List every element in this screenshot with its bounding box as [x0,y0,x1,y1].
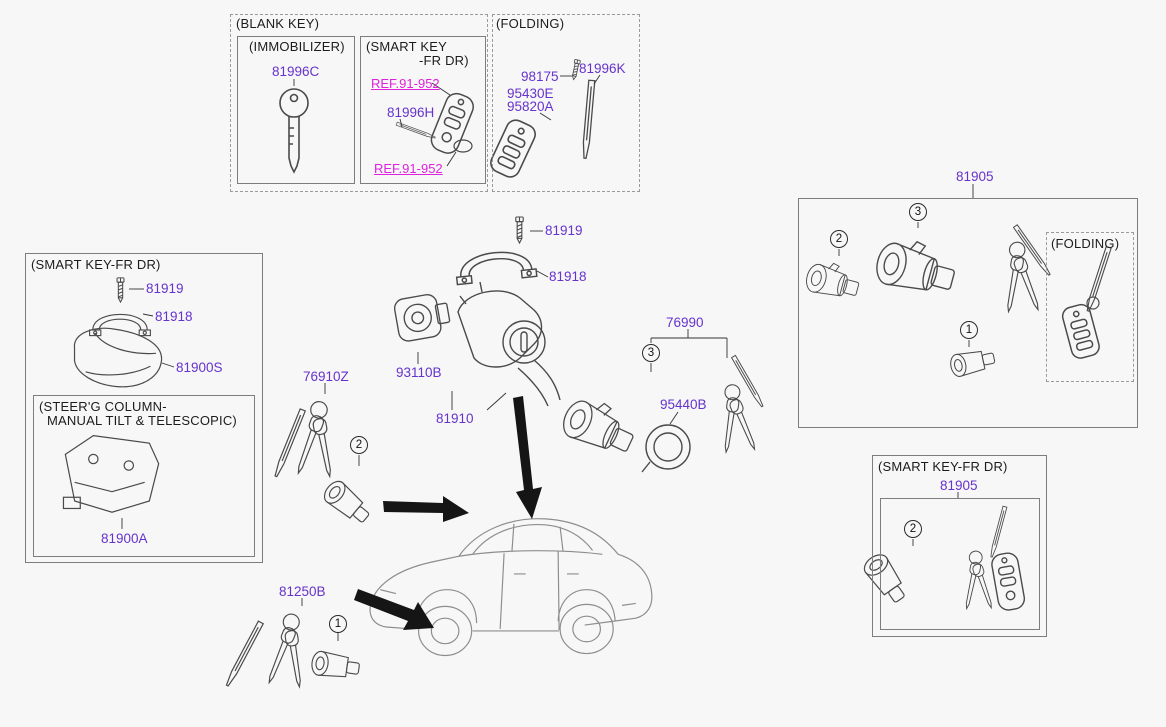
part-81905: 81905 [956,169,994,184]
part-95440B: 95440B [660,397,707,412]
key-ring-hole-illustration [453,139,473,153]
lockset-76990-illustration [557,390,642,462]
part-93110B: 93110B [396,365,442,380]
callout-2-key-set: 2 [830,230,848,248]
smart-key-fr-dr-inner-box-2 [880,498,1040,630]
smart-key-label-line1: (SMART KEY [366,39,447,54]
part-95820A: 95820A [507,99,554,114]
arrow-to-door [383,496,469,522]
part-81250B: 81250B [279,584,326,599]
smart-key-fr-dr-box [25,253,263,563]
part-76910Z: 76910Z [303,369,349,384]
leader-lines [121,74,974,641]
screw-81919-illustration [515,216,524,244]
callout-1-81250B: 1 [329,615,347,633]
blank-key-box [230,14,488,192]
callout-2-76910Z: 2 [350,436,368,454]
blank-key-label: (BLANK KEY) [236,16,320,31]
blade-76910Z-illustration [272,408,306,478]
ref-link-top: REF.91-952 [371,76,440,91]
folding-inner-label: (FOLDING) [1051,236,1120,251]
folding-keyring-illustration [1086,296,1100,310]
part-98175: 98175 [521,69,559,84]
part-81996K: 81996K [579,61,626,76]
immobilizer-label: (IMMOBILIZER) [249,39,345,54]
part-81996C: 81996C [272,64,320,79]
steering-column-label-line2: MANUAL TILT & TELESCOPIC) [47,413,237,428]
key-set-81905-box [798,198,1138,428]
steering-lock-81910-illustration [457,281,561,407]
smart-key-label-line2: -FR DR) [419,53,469,68]
part-95430E: 95430E [507,86,554,101]
part-81918: 81918 [549,269,587,284]
smart-key-fr-dr-box-2 [872,455,1047,637]
ring-95440B-illustration [641,424,691,473]
callout-3-76990: 3 [642,344,660,362]
key-set-81250B-illustration [262,611,314,690]
pointer-arrows [354,396,542,630]
illustrations [62,58,1112,690]
blade-81250B-illustration [224,620,264,688]
part-81900A: 81900A [101,531,148,546]
folding-box [492,14,640,192]
cylinder-81250B-illustration [309,649,362,682]
smart-key-fr-dr-label: (SMART KEY-FR DR) [31,257,161,272]
callout-3-key-set: 3 [909,203,927,221]
part-81900S: 81900S [176,360,223,375]
folding-inner-box [1046,232,1134,382]
smart-key-box [360,36,486,184]
immobilizer-box [237,36,355,184]
smart-key-fr-dr-label-2: (SMART KEY-FR DR) [878,459,1008,474]
ignition-switch-93110B-illustration [392,290,453,344]
steering-column-box [33,395,255,557]
part-76990: 76990 [666,315,704,330]
callout-1-key-set: 1 [960,321,978,339]
vehicle-illustration [369,518,653,657]
clamp-81918-illustration [453,247,538,286]
arrow-to-trunk [354,589,434,630]
keys-76990-illustration [710,381,761,456]
part-81919-left: 81919 [146,281,184,296]
part-81918-left: 81918 [155,309,193,324]
folding-label: (FOLDING) [496,16,565,31]
arrow-to-roof [513,396,542,519]
part-81996H: 81996H [387,105,435,120]
part-81905-bottom: 81905 [940,478,978,493]
ref-link-bottom: REF.91-952 [374,161,443,176]
part-81919: 81919 [545,223,583,238]
cylinder-76910Z-illustration [319,476,375,529]
callout-2-bottom-right: 2 [904,520,922,538]
part-81910: 81910 [436,411,474,426]
steering-column-label-line1: (STEER'G COLUMN- [39,399,167,414]
